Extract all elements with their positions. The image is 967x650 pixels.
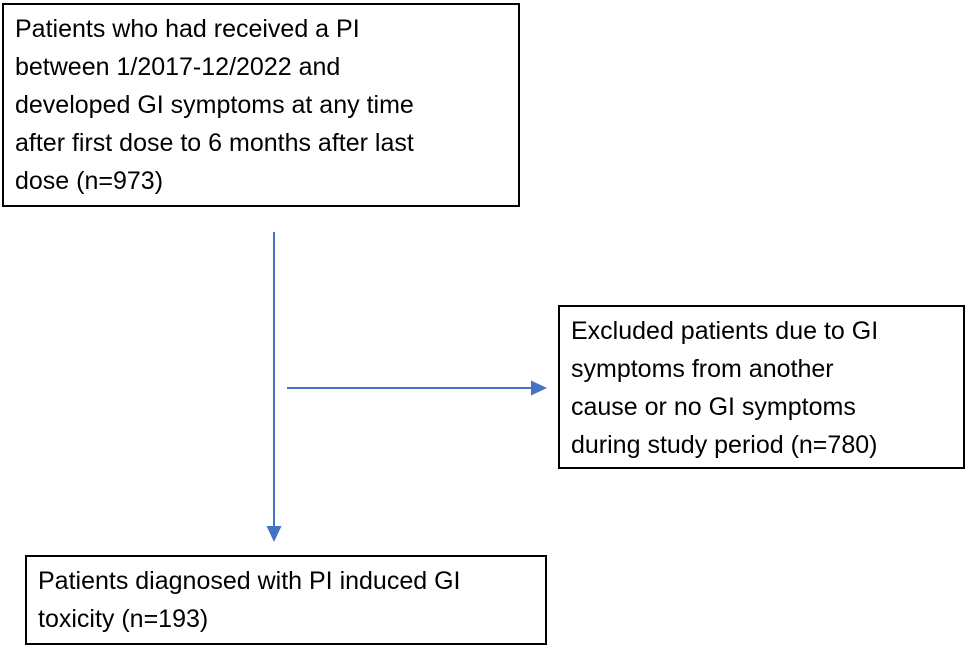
- outcome-box-text-line: toxicity (n=193): [38, 605, 209, 633]
- top-box: Patients who had received a PI between 1…: [2, 3, 520, 207]
- excluded-box-text-line: symptoms from another: [571, 355, 834, 383]
- excluded-box: Excluded patients due to GI symptoms fro…: [558, 305, 965, 469]
- top-box-text-line: dose (n=973): [15, 167, 164, 195]
- down-arrowhead-icon: [266, 526, 282, 542]
- right-arrowhead-icon: [531, 380, 547, 396]
- excluded-box-text-line: cause or no GI symptoms: [571, 393, 856, 421]
- outcome-box-text-line: Patients diagnosed with PI induced GI: [38, 567, 461, 595]
- top-box-text-line: between 1/2017-12/2022 and: [15, 53, 341, 81]
- outcome-box: Patients diagnosed with PI induced GI to…: [25, 555, 547, 645]
- top-box-text-line: Patients who had received a PI: [15, 15, 360, 43]
- excluded-box-text-line: Excluded patients due to GI: [571, 317, 879, 345]
- excluded-box-text-line: during study period (n=780): [571, 431, 878, 459]
- top-box-text-line: after first dose to 6 months after last: [15, 129, 414, 157]
- top-box-text-line: developed GI symptoms at any time: [15, 91, 414, 119]
